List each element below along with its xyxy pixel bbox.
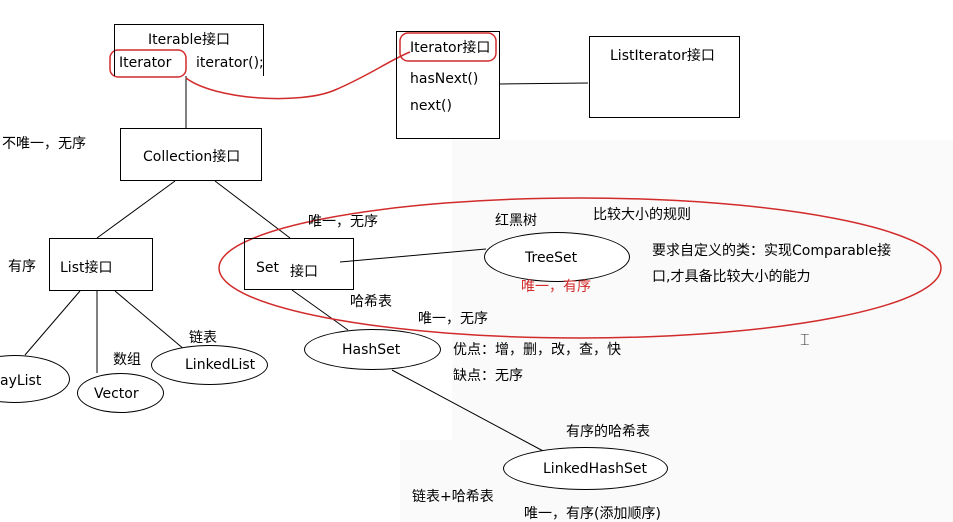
- collection-title: Collection接口: [143, 149, 241, 165]
- treeset-note-top: 红黑树: [495, 213, 537, 229]
- listiterator-title: ListIterator接口: [610, 48, 715, 64]
- hashset-label: HashSet: [342, 342, 401, 358]
- set-title-suffix: 接口: [290, 264, 318, 280]
- vector-label: Vector: [94, 386, 139, 402]
- linkedhashset-note-bottom: 唯一，有序(添加顺序): [524, 506, 661, 522]
- linkedhashset-label: LinkedHashSet: [543, 461, 647, 477]
- linkedhashset-note-left: 链表+哈希表: [412, 489, 494, 505]
- iterator-to-listiterator-line: [499, 82, 589, 85]
- linkedhashset-node: [503, 447, 668, 490]
- text-cursor-icon: ⌶: [800, 330, 810, 349]
- hashset-cons: 缺点：无序: [453, 368, 523, 384]
- treeset-rule-line1: 要求自定义的类：实现Comparable接: [652, 243, 892, 259]
- collection-note: 不唯一，无序: [2, 136, 86, 152]
- list-to-arraylist-line: [24, 290, 81, 356]
- treeset-rule-title: 比较大小的规则: [593, 207, 691, 223]
- hasnext-method: hasNext(): [410, 71, 479, 87]
- hashset-to-linkedhashset-line: [391, 369, 546, 453]
- list-note: 有序: [8, 259, 36, 275]
- set-note: 唯一，无序: [308, 214, 378, 230]
- listiterator-interface-box: [589, 36, 740, 118]
- next-method: next(): [410, 98, 452, 114]
- treeset-rule-line2: 口,才具备比较大小的能力: [652, 269, 811, 285]
- linkedlist-node: [151, 345, 268, 385]
- treeset-node: [484, 232, 630, 282]
- iterator-title: Iterator接口: [410, 40, 491, 56]
- iterator-interface-box: [396, 31, 500, 139]
- list-title: List接口: [60, 260, 113, 276]
- linkedlist-label: LinkedList: [185, 357, 256, 373]
- hashset-node: [304, 329, 441, 370]
- iterable-interface-box: [114, 24, 264, 76]
- iterator-title-highlight-rect: [399, 32, 497, 62]
- linkedhashset-note-top: 有序的哈希表: [566, 424, 650, 440]
- list-interface-box: [49, 238, 153, 291]
- set-family-highlight-ellipse: [218, 197, 942, 339]
- hashset-note-top: 哈希表: [350, 294, 392, 310]
- iterator-link-curve: [185, 51, 411, 100]
- hashset-pros: 优点：增，删，改，查，快: [453, 342, 621, 358]
- linkedlist-note: 链表: [189, 330, 217, 346]
- iterator-method: iterator();: [196, 55, 264, 71]
- collection-to-list-line: [96, 180, 176, 239]
- set-to-treeset-line: [339, 248, 487, 263]
- collection-to-set-line: [214, 180, 291, 239]
- treeset-label: TreeSet: [525, 250, 578, 266]
- treeset-note-bottom: 唯一，有序: [521, 279, 591, 295]
- vector-note: 数组: [113, 352, 141, 368]
- vector-node: [77, 373, 164, 413]
- iterator-return-type: Iterator: [119, 55, 172, 71]
- set-interface-box: [244, 238, 354, 290]
- list-to-linkedlist-line: [114, 290, 186, 351]
- set-to-hashset-line: [291, 289, 349, 331]
- hashset-unique: 唯一，无序: [418, 311, 488, 327]
- arraylist-label: ayList: [0, 373, 42, 389]
- iterable-title: Iterable接口: [148, 32, 230, 48]
- iterator-highlight-rect: [109, 49, 187, 78]
- collection-interface-box: [120, 128, 262, 181]
- set-title: Set: [256, 260, 279, 276]
